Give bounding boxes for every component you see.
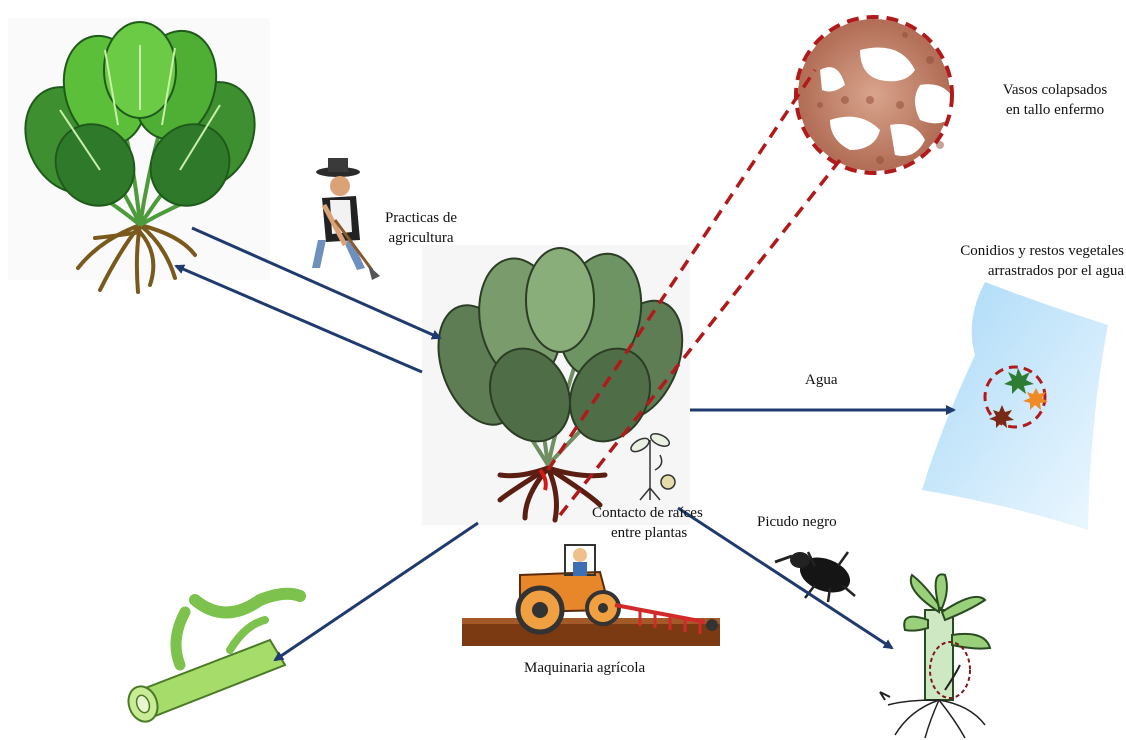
label-contacto-line1: Contacto de raíces (592, 503, 703, 523)
label-conidios-line1: Conidios y restos vegetales (916, 241, 1124, 261)
label-conidios: Conidios y restos vegetales arrastrados … (916, 241, 1124, 281)
label-contacto: Contacto de raíces entre plantas (592, 503, 703, 543)
banana-plant-icon (880, 574, 990, 738)
label-practicas-line1: Practicas de (366, 208, 476, 228)
label-vasos-line1: Vasos colapsados (985, 80, 1125, 100)
arrow-to-top-plant (176, 266, 422, 372)
infected-stem-tube-icon (124, 594, 300, 726)
label-maquinaria: Maquinaria agrícola (524, 658, 645, 678)
black-weevil-icon (775, 551, 855, 602)
label-agua: Agua (805, 370, 838, 390)
label-contacto-line2: entre plantas (592, 523, 703, 543)
tractor-plow-icon (462, 545, 720, 646)
collapsed-vessels-icon (798, 19, 958, 171)
spinach-plant-infected-icon (422, 245, 698, 525)
label-practicas-line2: agricultura (366, 228, 476, 248)
label-practicas: Practicas de agricultura (366, 208, 476, 248)
label-vasos-line2: en tallo enfermo (985, 100, 1125, 120)
label-conidios-line2: arrastrados por el agua (916, 261, 1124, 281)
label-picudo: Picudo negro (757, 512, 837, 532)
spinach-plant-healthy-icon (8, 18, 271, 292)
label-vasos: Vasos colapsados en tallo enfermo (985, 80, 1125, 120)
water-sheet-icon (922, 282, 1108, 530)
arrow-to-stem (275, 523, 478, 660)
